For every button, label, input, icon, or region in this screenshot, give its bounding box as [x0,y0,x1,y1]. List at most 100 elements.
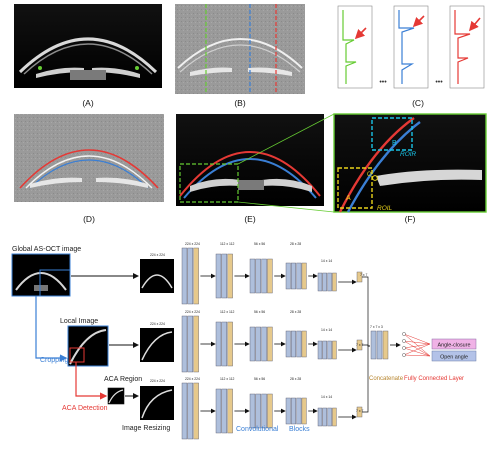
conv-layer [322,407,327,427]
conv-layer [227,388,233,434]
conv-layer [221,388,228,434]
pipeline-diagram: Global AS-OCT image Local Image ACA Regi… [11,242,477,440]
left-angle-marker [38,66,42,70]
conv-layer [327,407,332,427]
cropping-arrow [35,296,68,362]
inner-boundary-curve [29,159,149,189]
size-label-7-bot: 7 x 7 [356,409,363,413]
fc-connection [403,347,431,357]
merge-arrow [362,345,370,413]
outer-boundary-curve [19,149,159,189]
conv-layer [317,340,323,360]
conv-layer [327,340,332,360]
aca-region-thumb [107,387,125,405]
aca-detection-arrow [75,362,108,400]
conv-layer [215,321,222,367]
resized-global [140,259,174,293]
resize-size-2: 224 x 224 [150,322,165,326]
conv-layer [255,393,262,429]
panel-d-label: (D) [83,214,95,224]
profile-dots-2: ••• [435,79,443,86]
size-label-56-bot: 56 x 56 [254,377,265,381]
panel-a-label: (A) [82,98,94,108]
resized-aca [140,386,174,420]
concatenate-label: Concatenate [369,376,404,382]
fc-label: Fully Connected Layer [404,376,464,382]
cropping-label: Cropping [40,357,69,364]
size-label-14-mid: 14 x 14 [321,328,332,332]
size-label-14-bot: 14 x 14 [321,395,332,399]
conv-layer [267,258,273,294]
conv-layer [322,340,327,360]
conv-layer [291,397,296,425]
size-label-28-mid: 28 x 28 [290,310,301,314]
resized-local [140,328,174,362]
conv-layer [332,407,337,427]
conv-layer [193,247,199,305]
panel-d-image [14,114,164,202]
panel-c-label: (C) [412,98,424,108]
size-label-7: 7 x 7 [360,273,367,277]
size-label-112-mid: 112 x 112 [220,310,235,314]
panel-e-image [176,114,324,206]
conv-layer [187,382,194,440]
size-label-28: 28 x 28 [290,242,301,246]
conv-layer [181,247,188,305]
right-angle-marker [135,66,139,70]
panel-e-label: (E) [244,214,256,224]
profile-green-arrow [354,27,367,40]
fc-node [402,353,406,357]
profile-blue-arrow [412,15,425,28]
conv-blocks-label-2: Blocks [289,426,310,433]
size-label-112: 112 x 112 [220,242,235,246]
conv-layer [285,397,291,425]
size-label-224: 224 x 224 [185,242,200,246]
fc-connection [403,340,431,357]
panel-f-label: (F) [405,214,416,224]
size-label-7-mid: 7 x 7 [356,343,363,347]
open-angle-label: Open angle [440,355,468,361]
aca-region-label: ACA Region [104,376,142,383]
conv-layer [261,258,267,294]
panel-e-blue-curve [183,158,317,199]
conv-layer [181,315,188,373]
conv-layer [215,388,222,434]
roi-l-label: ROIL [377,205,393,212]
aca-detection-label: ACA Detection [62,405,108,412]
profile-red-arrow [468,17,481,32]
conv-layer [255,326,262,362]
zoom-line-bottom [237,201,335,213]
conv-layer [227,253,233,299]
profile-dots-1: ••• [379,79,387,86]
size-label-56-mid: 56 x 56 [254,310,265,314]
image-resizing-label: Image Resizing [122,425,170,432]
conv-blocks-label: Convolutional [236,426,279,433]
roi-l-box [337,167,373,209]
panel-f-image [333,113,487,213]
conv-layer [285,330,291,358]
conv-layer [187,247,194,305]
zoom-line-top [237,113,335,165]
fc-node [402,332,406,336]
conv-layer [193,382,199,440]
fc-node [402,346,406,350]
conv-layer [215,253,222,299]
point-o-marker [372,175,378,181]
profile-green [337,5,373,89]
conv-layer [267,326,273,362]
fc-node [402,339,406,343]
conv-layer [296,397,302,425]
point-b-label: B [392,140,397,147]
conv-layer [221,321,228,367]
size-label-14: 14 x 14 [321,259,332,263]
panel-b-label: (B) [234,98,246,108]
conv-layer [327,272,332,292]
conv-layer [181,382,188,440]
roi-r-box [371,117,413,151]
size-label-224-bot: 224 x 224 [185,377,200,381]
panel-c-profiles: ••• ••• [337,5,485,89]
panel-b-image [175,4,305,94]
conv-layer [301,397,307,425]
fc-connection [403,343,431,356]
